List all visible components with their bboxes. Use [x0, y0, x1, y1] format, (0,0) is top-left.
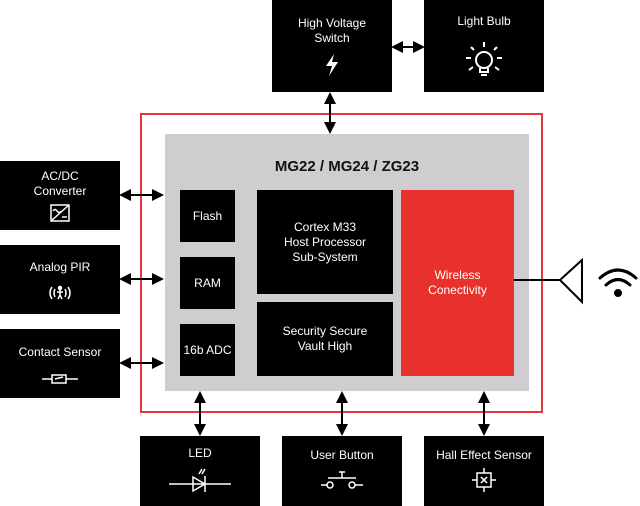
motion-sensor-icon: [49, 285, 71, 300]
hv-switch-line1: High Voltage: [297, 16, 367, 30]
wireless-line1: Wireless: [434, 268, 481, 282]
hall-sensor-icon: [472, 468, 496, 492]
soc-chip: MG22 / MG24 / ZG23 Flash RAM 16b ADC Cor…: [165, 134, 529, 391]
analog-pir-box: Analog PIR: [0, 245, 120, 314]
cortex-line1: Cortex M33: [293, 219, 357, 234]
light-bulb-label: Light Bulb: [457, 14, 511, 28]
user-button-label: User Button: [310, 448, 374, 462]
acdc-line1: AC/DC: [41, 169, 79, 183]
adc-label: 16b ADC: [183, 342, 232, 357]
security-line2: Vault High: [297, 339, 353, 353]
chip-title: MG22 / MG24 / ZG23: [274, 158, 420, 175]
wifi-icon: [598, 268, 638, 297]
led-diode-icon: [169, 468, 231, 493]
converter-icon: [50, 204, 70, 222]
cortex-line2: Host Processor: [283, 234, 367, 249]
lightning-icon: [326, 54, 338, 76]
user-button-box: User Button: [282, 436, 402, 506]
hv-switch-line2: Switch: [314, 31, 350, 45]
led-label: LED: [188, 446, 212, 460]
ram-label: RAM: [194, 275, 221, 290]
contact-sensor-box: Contact Sensor: [0, 329, 120, 398]
security-line1: Security Secure: [282, 324, 368, 338]
led-box: LED: [140, 436, 260, 506]
push-button-icon: [321, 471, 363, 489]
acdc-line2: Converter: [33, 184, 87, 198]
pir-label: Analog PIR: [29, 260, 91, 274]
hall-sensor-label: Hall Effect Sensor: [436, 448, 532, 462]
flash-block: Flash: [180, 190, 235, 242]
flash-label: Flash: [192, 208, 223, 223]
contact-label: Contact Sensor: [18, 345, 102, 359]
cortex-line3: Sub-System: [292, 249, 358, 264]
reed-switch-icon: [42, 374, 78, 384]
wireless-line2: Conectivity: [428, 283, 487, 297]
adc-block: 16b ADC: [180, 324, 235, 376]
light-bulb-box: Light Bulb: [424, 0, 544, 92]
ram-block: RAM: [180, 257, 235, 309]
hall-sensor-box: Hall Effect Sensor: [424, 436, 544, 506]
antenna-icon: [558, 257, 583, 305]
light-bulb-icon: [466, 42, 502, 76]
